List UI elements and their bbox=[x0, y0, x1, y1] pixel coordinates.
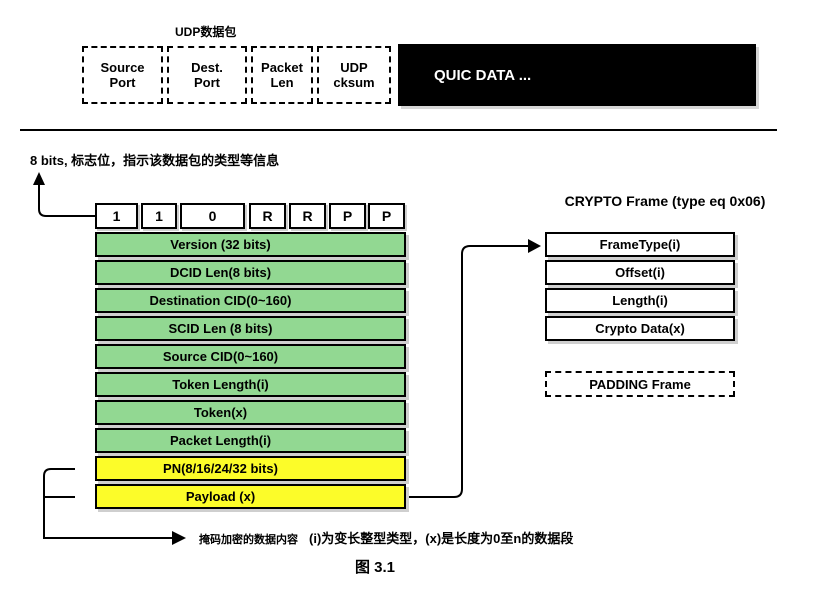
field-scid-len: SCID Len (8 bits) bbox=[95, 316, 406, 341]
payload-to-crypto-line bbox=[406, 245, 528, 498]
flag-arrow-line bbox=[38, 184, 95, 217]
crypto-frame-title: CRYPTO Frame (type eq 0x06) bbox=[564, 193, 766, 209]
padding-frame-box: PADDING Frame bbox=[545, 371, 735, 397]
padding-frame-label: PADDING Frame bbox=[589, 376, 691, 392]
field-dcid-len: DCID Len(8 bits) bbox=[95, 260, 406, 285]
udp-field-dest-port-line2: Port bbox=[194, 75, 220, 90]
udp-field-source-port-line1: Source bbox=[100, 60, 145, 75]
flag-bit-4: R bbox=[289, 203, 326, 229]
crypto-field-crypto-data: Crypto Data(x) bbox=[545, 316, 735, 341]
quic-data-box: QUIC DATA ... bbox=[398, 44, 756, 106]
flag-bit-1: 1 bbox=[141, 203, 177, 229]
crypto-arrowhead-icon bbox=[528, 239, 541, 253]
field-token-length: Token Length(i) bbox=[95, 372, 406, 397]
udp-field-packet-len: Packet Len bbox=[251, 46, 313, 104]
crypto-field-frametype: FrameType(i) bbox=[545, 232, 735, 257]
flag-bit-2: 0 bbox=[180, 203, 245, 229]
udp-field-packet-len-line2: Len bbox=[270, 75, 294, 90]
field-version: Version (32 bits) bbox=[95, 232, 406, 257]
udp-field-source-port: Source Port bbox=[82, 46, 163, 104]
udp-field-udp-cksum: UDP cksum bbox=[317, 46, 391, 104]
quic-data-label: QUIC DATA ... bbox=[434, 66, 532, 84]
udp-field-packet-len-line1: Packet bbox=[261, 60, 303, 75]
udp-packet-label: UDP数据包 bbox=[175, 25, 237, 39]
udp-field-dest-port-line1: Dest. bbox=[191, 60, 223, 75]
flag-bit-0: 1 bbox=[95, 203, 138, 229]
crypto-field-offset: Offset(i) bbox=[545, 260, 735, 285]
flag-bit-5: P bbox=[329, 203, 366, 229]
flag-bit-3: R bbox=[249, 203, 286, 229]
field-packet-length: Packet Length(i) bbox=[95, 428, 406, 453]
field-payload: Payload (x) bbox=[95, 484, 406, 509]
field-token: Token(x) bbox=[95, 400, 406, 425]
field-source-cid: Source CID(0~160) bbox=[95, 344, 406, 369]
figure-caption: 图 3.1 bbox=[354, 559, 396, 576]
udp-field-source-port-line2: Port bbox=[109, 75, 136, 90]
flag-bits-note: 8 bits, 标志位，指示该数据包的类型等信息 bbox=[30, 153, 280, 168]
flag-bit-6: P bbox=[368, 203, 405, 229]
field-destination-cid: Destination CID(0~160) bbox=[95, 288, 406, 313]
udp-field-udp-cksum-line2: cksum bbox=[333, 75, 375, 90]
udp-field-dest-port: Dest. Port bbox=[167, 46, 247, 104]
section-divider bbox=[20, 129, 777, 131]
flag-arrowhead-icon bbox=[33, 172, 45, 185]
udp-field-udp-cksum-line1: UDP bbox=[340, 60, 368, 75]
mask-data-note: 掩码加密的数据内容 bbox=[199, 534, 298, 546]
crypto-field-length: Length(i) bbox=[545, 288, 735, 313]
legend-note: (i)为变长整型类型，(x)是长度为0至n的数据段 bbox=[309, 531, 574, 546]
mask-arrowhead-icon bbox=[172, 531, 186, 545]
field-pn: PN(8/16/24/32 bits) bbox=[95, 456, 406, 481]
